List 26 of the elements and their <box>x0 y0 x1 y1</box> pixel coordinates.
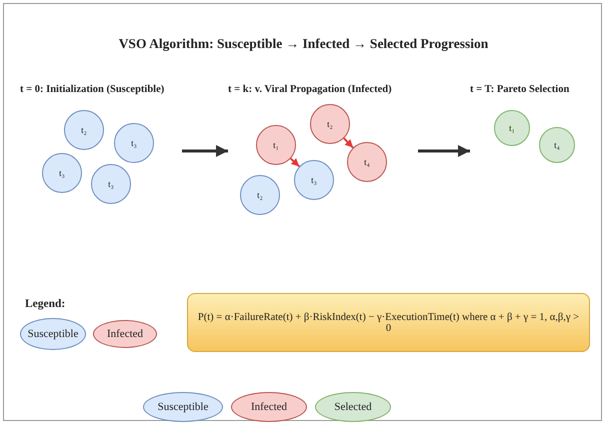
arrow <box>418 145 470 157</box>
task-circle: t₁ <box>494 110 530 146</box>
task-circle: t₂ <box>310 104 350 144</box>
legend-swatch: Susceptible <box>143 392 223 422</box>
legend-swatch: Infected <box>231 392 307 422</box>
stage-heading: t = T: Pareto Selection <box>470 84 570 95</box>
arrow <box>290 158 300 168</box>
legend-heading: Legend: <box>25 298 66 310</box>
task-circle: t₁ <box>256 125 296 165</box>
legend-swatch: Infected <box>93 320 157 348</box>
task-circle: t₃ <box>114 123 154 163</box>
task-circle: t₃ <box>42 153 82 193</box>
arrow <box>343 138 354 148</box>
legend-swatch: Susceptible <box>20 318 86 350</box>
task-circle: t₂ <box>64 110 104 150</box>
task-circle: t₂ <box>240 175 280 215</box>
stage-heading: t = k: v. Viral Propagation (Infected) <box>228 84 392 95</box>
arrow <box>182 145 228 157</box>
task-circle: t₃ <box>91 164 131 204</box>
legend-swatch: Selected <box>315 392 391 422</box>
task-circle: t₄ <box>539 127 575 163</box>
formula-box: P(t) = α·FailureRate(t) + β·RiskIndex(t) − γ·ExecutionTime(t) where α + β + γ = 1, α,β,γ > 0 <box>187 293 590 352</box>
task-circle: t₃ <box>294 160 334 200</box>
stage-heading: t = 0: Initialization (Susceptible) <box>20 84 164 95</box>
task-circle: t₄ <box>347 142 387 182</box>
diagram-title: VSO Algorithm: Susceptible → Infected → Selected Progression <box>118 36 490 52</box>
